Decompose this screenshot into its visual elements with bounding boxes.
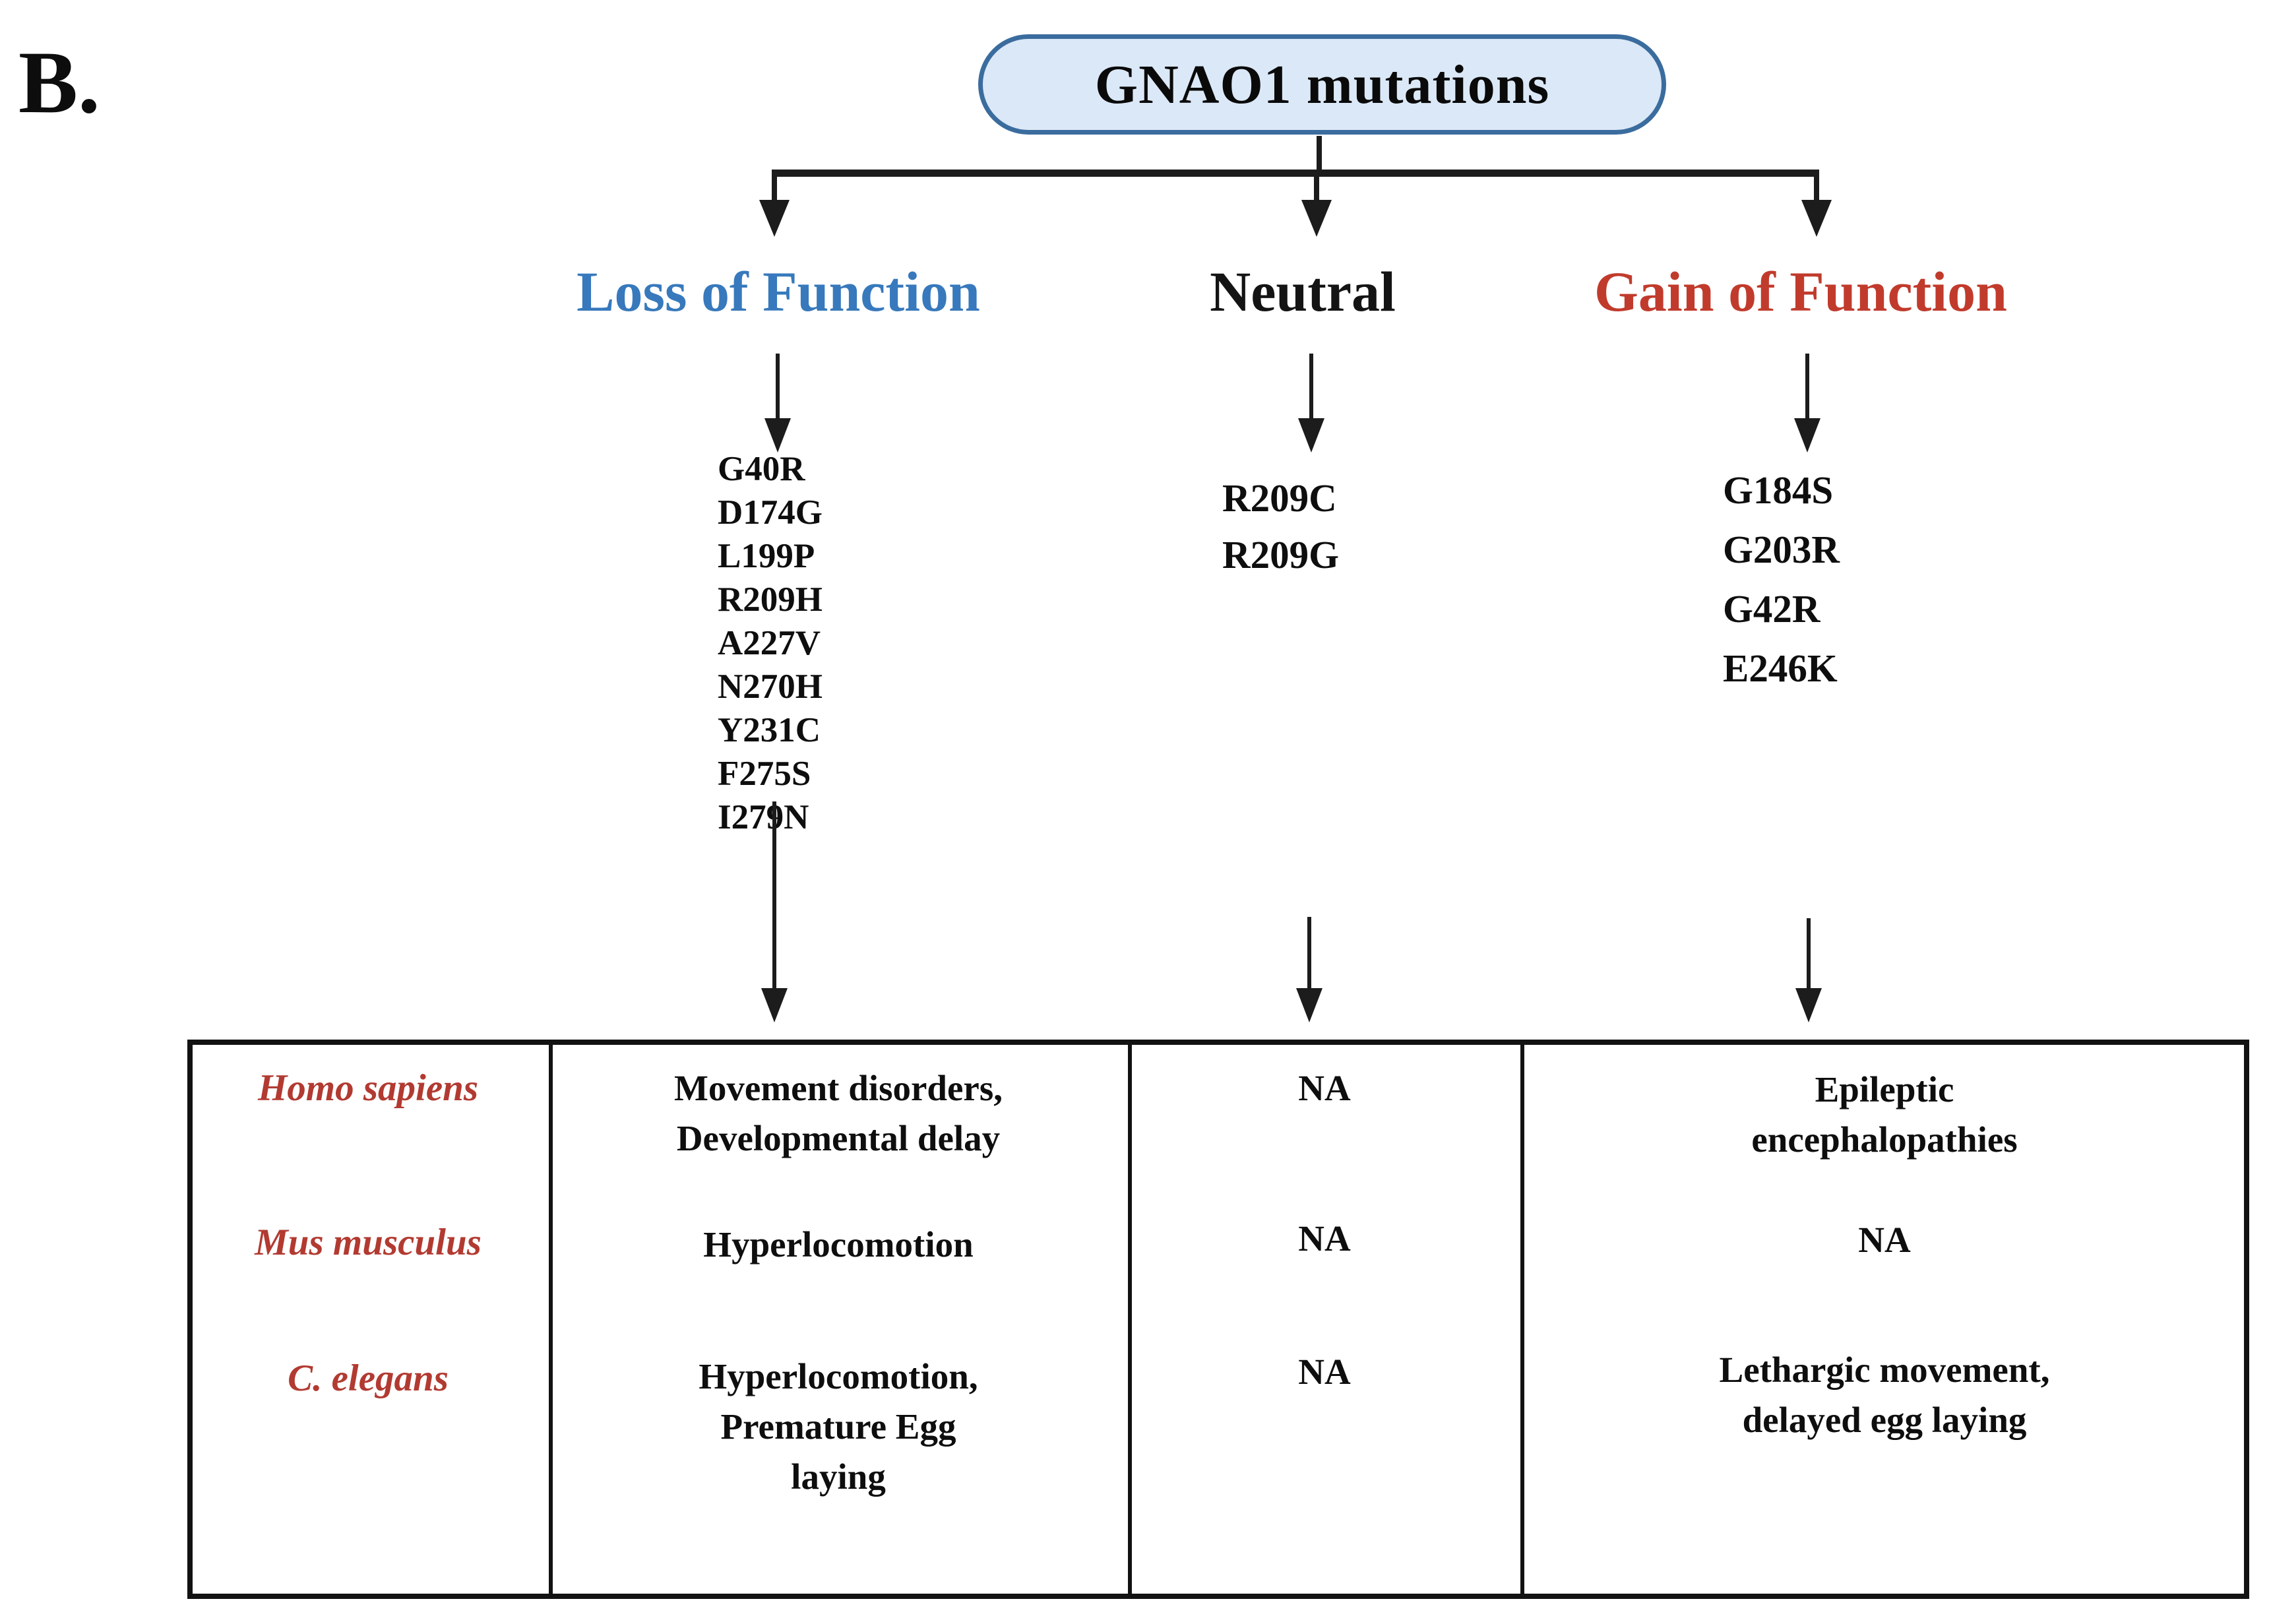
cell-elegans-gof: Lethargic movement, delayed egg laying — [1719, 1350, 2050, 1440]
arrow-down-icon — [1301, 200, 1332, 237]
arrow-shaft — [772, 801, 776, 988]
arrow-shaft — [1814, 170, 1819, 200]
table-divider-1 — [549, 1045, 553, 1594]
arrow-down-icon — [764, 418, 791, 453]
gnao1-mutations-title: GNAO1 mutations — [1094, 53, 1550, 115]
cell-homo-neutral: NA — [1298, 1068, 1351, 1108]
arrow-down-icon — [1795, 988, 1822, 1022]
title-connector-stub — [1317, 136, 1322, 172]
arrow-down-icon — [1296, 988, 1322, 1022]
mutation-item: L199P — [718, 537, 815, 575]
organism-label-mus-musculus: Mus musculus — [255, 1222, 482, 1263]
arrow-lof-to-mutations — [764, 354, 791, 453]
arrow-down-icon — [761, 988, 788, 1022]
arrow-down-icon — [1801, 200, 1832, 237]
cell-mus-lof: Hyperlocomotion — [703, 1224, 974, 1265]
arrow-gof-to-table — [1795, 918, 1822, 1022]
mutation-item: N270H — [718, 668, 823, 706]
connector-line — [1317, 136, 1322, 172]
cell-mus-neutral: NA — [1298, 1218, 1351, 1259]
table-divider-2 — [1128, 1045, 1132, 1594]
mutation-item: I279N — [718, 798, 809, 836]
mutation-item: G42R — [1723, 587, 1820, 631]
arrow-shaft — [772, 170, 777, 200]
organism-label-c-elegans: C. elegans — [288, 1358, 449, 1399]
mutation-item: Y231C — [718, 711, 821, 749]
mutation-item: G40R — [718, 450, 805, 488]
arrow-lof-to-table — [761, 801, 788, 1022]
table-divider-3 — [1520, 1045, 1524, 1594]
gnao1-mutations-title-box: GNAO1 mutations — [978, 34, 1666, 135]
category-neutral: Neutral — [1210, 260, 1396, 323]
arrow-to-neutral — [1301, 170, 1332, 237]
mutation-item: E246K — [1723, 646, 1838, 690]
mutation-item: R209C — [1222, 476, 1337, 520]
category-gain-of-function: Gain of Function — [1594, 260, 2007, 323]
arrow-down-icon — [759, 200, 790, 237]
category-loss-of-function: Loss of Function — [576, 260, 980, 323]
arrow-shaft — [1309, 354, 1313, 418]
arrow-shaft — [1307, 917, 1311, 988]
cell-elegans-neutral: NA — [1298, 1352, 1351, 1392]
arrow-shaft — [1807, 918, 1811, 988]
mutation-item: R209G — [1222, 533, 1339, 577]
mutation-item: R209H — [718, 580, 823, 619]
arrow-down-icon — [1298, 418, 1324, 453]
arrow-down-icon — [1794, 418, 1820, 453]
mutation-item: D174G — [718, 493, 823, 532]
arrow-neutral-to-table — [1296, 917, 1322, 1022]
arrow-to-loss-of-function — [759, 170, 790, 237]
arrow-gof-to-mutations — [1794, 354, 1820, 453]
arrow-to-gain-of-function — [1801, 170, 1832, 237]
mutation-item: G203R — [1723, 528, 1840, 571]
panel-letter: B. — [18, 34, 100, 132]
gain-of-function-mutation-list: G184S G203R G42R E246K — [1723, 460, 1840, 698]
arrow-shaft — [776, 354, 780, 418]
arrow-shaft — [1805, 354, 1809, 418]
branch-horizontal-line — [772, 170, 1818, 177]
mutation-item: G184S — [1723, 468, 1834, 512]
cell-elegans-lof: Hyperlocomotion, Premature Egg laying — [699, 1356, 978, 1497]
loss-of-function-mutation-list: G40R D174G L199P R209H A227V N270H Y231C… — [718, 447, 823, 839]
organism-label-homo-sapiens: Homo sapiens — [257, 1067, 479, 1109]
arrow-neutral-to-mutations — [1298, 354, 1324, 453]
cell-homo-gof: Epileptic encephalopathies — [1751, 1069, 2018, 1160]
phenotype-table: Homo sapiens Movement disorders, Develop… — [187, 1040, 2249, 1599]
cell-mus-gof: NA — [1858, 1220, 1911, 1260]
mutation-item: F275S — [718, 755, 811, 793]
neutral-mutation-list: R209C R209G — [1222, 470, 1339, 583]
cell-homo-lof: Movement disorders, Developmental delay — [674, 1068, 1003, 1158]
arrow-shaft — [1314, 170, 1319, 200]
mutation-item: A227V — [718, 624, 821, 662]
